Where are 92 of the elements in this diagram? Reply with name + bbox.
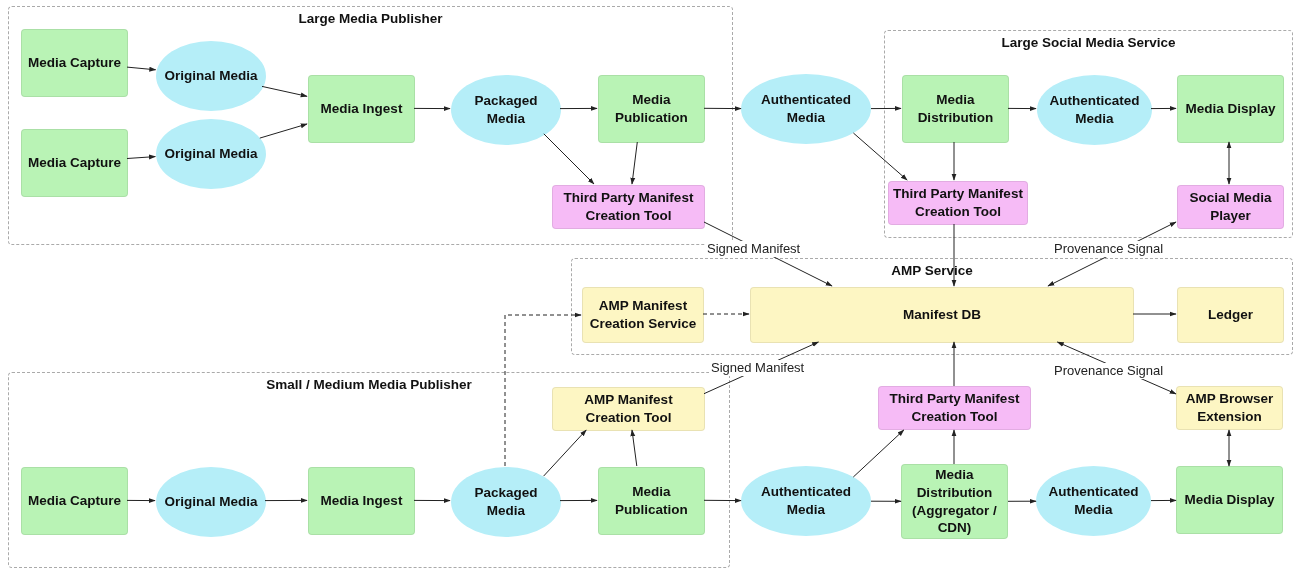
arrow [1150,498,1177,503]
arrow [870,106,902,111]
process-box [598,75,705,143]
arrow [1226,429,1232,467]
node-label: Original Media [163,493,259,511]
arrow [1007,498,1037,504]
process-box [1177,75,1284,143]
arrow [559,498,598,503]
node-label: AMP Manifest Creation Tool [583,391,674,427]
node-label: Authenticated Media [1047,483,1140,519]
process-box [21,129,128,197]
process-box [1176,386,1283,430]
arrow [703,106,742,111]
arrow [543,133,595,185]
process-box [1176,466,1283,534]
node-label: Social Media Player [1188,189,1273,225]
node-label: Third Party Manifest Creation Tool [562,189,695,225]
node-label: Ledger [1207,306,1254,324]
process-box [21,467,128,535]
arrow [1226,141,1232,185]
arrow [126,66,157,72]
node-label: Original Media [163,67,259,85]
arrow [126,498,156,503]
node-label: Media Display [1184,100,1277,118]
arrow [259,123,308,139]
arrow [1150,106,1177,111]
group-frame [884,30,1293,238]
node-label: AMP Manifest Creation Service [588,297,698,333]
group-title: AMP Service [890,262,974,280]
arrow [1007,106,1037,111]
arrow [1132,311,1177,317]
process-box [902,75,1009,143]
process-box [598,467,705,535]
process-box [308,75,415,143]
process-box [1177,185,1284,229]
process-box [21,29,128,97]
arrow [264,498,308,503]
node-label: Media Capture [27,54,122,72]
arrow [413,106,451,111]
node-label: Original Media [163,145,259,163]
arrow [951,429,957,465]
group-frame [571,258,1293,355]
node-label: Media Publication [614,91,689,127]
node-label: Packaged Media [473,92,539,128]
node-label: Authenticated Media [760,91,852,127]
node-label: Media Capture [27,154,122,172]
edge-label: Signed Manifest [709,360,807,376]
node-label: Authenticated Media [760,483,852,519]
group-frame [8,6,733,245]
edge-label: Provenance Signal [1052,363,1166,379]
arrow [870,498,902,504]
arrow [630,429,638,467]
node-label: Authenticated Media [1048,92,1141,128]
arrow [951,223,957,287]
arrow [951,341,957,387]
node-label: Media Ingest [319,100,404,118]
group-title: Large Media Publisher [297,10,444,28]
process-box [582,287,704,343]
process-box [901,464,1008,539]
node-label: Media Publication [614,483,689,519]
arrow [852,429,905,478]
process-box [1177,287,1284,343]
process-box [878,386,1031,430]
process-box [552,387,705,431]
arrow [261,85,308,98]
node-label: Packaged Media [473,484,539,520]
process-box [750,287,1134,343]
arrow [630,141,638,185]
arrow [126,154,156,160]
group-title: Large Social Media Service [1000,34,1177,52]
dashed-arrow [702,311,750,317]
dashed-arrow [504,312,582,467]
group-title: Small / Medium Media Publisher [265,376,473,394]
arrow [559,106,598,111]
node-label: Media Ingest [319,492,404,510]
arrow [543,429,587,477]
node-label: Third Party Manifest Creation Tool [888,390,1021,426]
node-label: AMP Browser Extension [1184,390,1275,426]
process-box [308,467,415,535]
edge-label: Signed Manifest [705,241,803,257]
node-label: Media Distribution (Aggregator / CDN) [911,466,998,537]
arrow [951,141,957,181]
node-label: Media Distribution [916,91,995,127]
node-label: Third Party Manifest Creation Tool [892,185,1024,221]
process-box [552,185,705,229]
arrow [703,498,742,503]
node-label: Media Capture [27,492,122,510]
arrow [413,498,451,503]
arrow [852,132,908,181]
node-label: Manifest DB [902,306,982,324]
edge-label: Provenance Signal [1052,241,1166,257]
node-label: Media Display [1183,491,1276,509]
